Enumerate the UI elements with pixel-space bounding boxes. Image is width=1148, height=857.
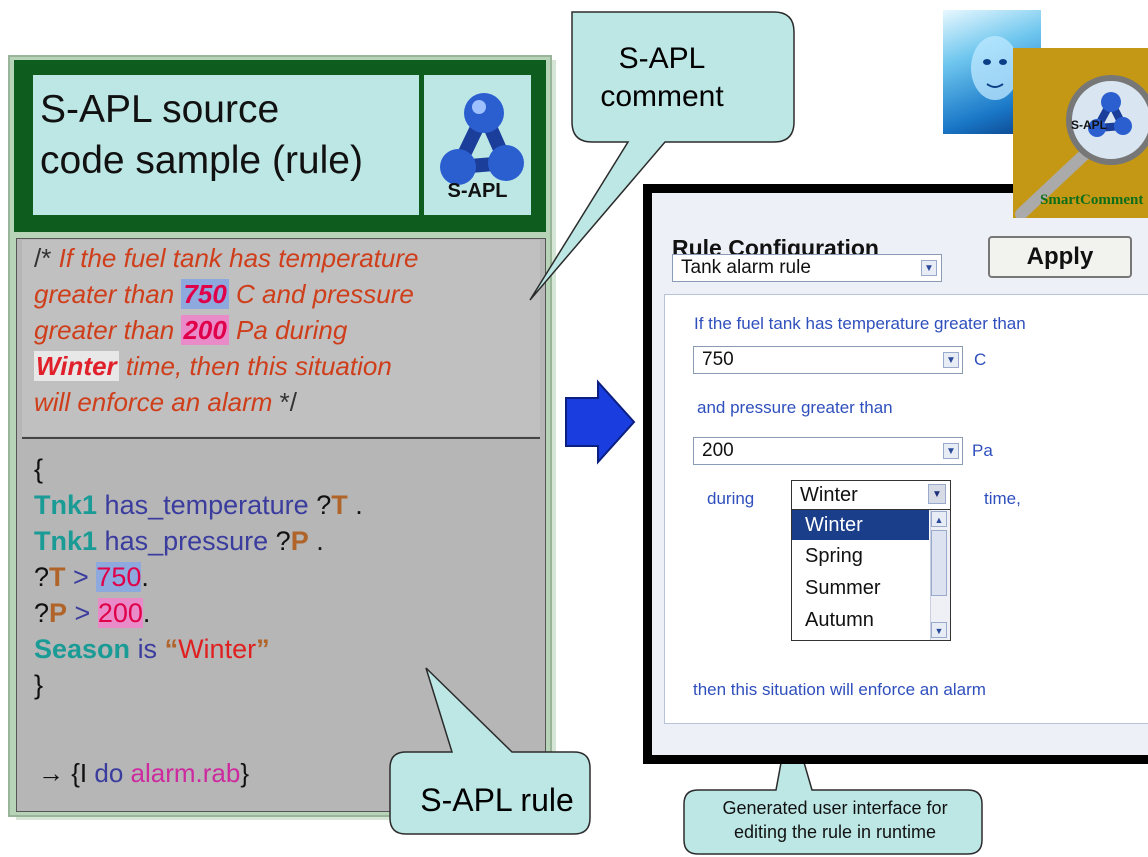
right-arrow-icon — [565, 379, 636, 465]
temperature-unit: C — [974, 350, 987, 369]
code-line-action: → {I do alarm.rab} — [38, 758, 250, 788]
pressure-highlight: 200 — [181, 315, 229, 345]
chevron-down-icon[interactable]: ▼ — [928, 484, 946, 504]
form-line-pressure: and pressure greater than — [697, 398, 893, 417]
chevron-down-icon[interactable]: ▼ — [921, 260, 937, 276]
chevron-down-icon[interactable]: ▼ — [943, 352, 959, 368]
temperature-select-value: 750 — [702, 349, 734, 370]
generated-callout-label: Generated user interface for editing the… — [722, 798, 948, 842]
season-option-spring[interactable]: Spring — [805, 545, 863, 567]
scroll-up-icon[interactable]: ▲ — [931, 511, 947, 527]
comment-area — [22, 240, 540, 436]
season-option-autumn[interactable]: Autumn — [805, 609, 874, 631]
chevron-down-icon[interactable]: ▼ — [943, 443, 959, 459]
season-option-winter[interactable]: Winter — [805, 514, 863, 536]
pressure-select[interactable]: 200 — [693, 437, 963, 465]
rule-callout — [389, 667, 591, 835]
season-option-highlight — [792, 510, 929, 540]
rule-callout-label: S-APL rule — [420, 782, 574, 818]
code-line-open: { — [34, 454, 44, 484]
code-line-temperature: Tnk1 has_temperature ?T . — [34, 490, 363, 520]
sapl-logo — [424, 75, 531, 215]
rule-select[interactable]: Tank alarm rule — [672, 254, 942, 282]
source-comment: /* If the fuel tank has temperature grea… — [34, 243, 419, 417]
season-highlight: Winter — [34, 351, 119, 381]
comment-callout — [529, 11, 795, 301]
face-icon — [971, 36, 1019, 100]
time-label: time, — [984, 489, 1021, 508]
scroll-down-icon[interactable]: ▼ — [931, 622, 947, 638]
season-select[interactable]: Winter — [791, 480, 951, 510]
rule-select-value: Tank alarm rule — [681, 257, 811, 278]
title-box — [33, 75, 419, 215]
smartcomment-logo — [1013, 48, 1148, 220]
magnifier-icon — [1013, 48, 1148, 220]
logo-label: S-APL — [447, 180, 508, 202]
source-title: S-APL source code sample (rule) — [40, 88, 363, 182]
apply-button[interactable]: Apply — [988, 236, 1132, 278]
divider — [22, 437, 540, 439]
pressure-select-value: 200 — [702, 440, 734, 461]
during-label: during — [707, 489, 755, 508]
season-option-summer[interactable]: Summer — [805, 577, 881, 599]
generated-callout — [683, 713, 983, 855]
logo-sapl-text: S-APL — [1071, 118, 1107, 132]
temp-highlight: 750 — [181, 279, 229, 309]
code-line-season: Season is “Winter” — [34, 634, 270, 664]
scrollbar-thumb[interactable] — [931, 530, 947, 596]
comment-callout-label: S-APL comment — [600, 42, 724, 113]
sapl-logo-icon — [440, 93, 524, 185]
form-line-alarm: then this situation will enforce an alar… — [693, 680, 986, 699]
season-select-value: Winter — [800, 484, 858, 506]
form-line-temperature: If the fuel tank has temperature greater… — [694, 314, 1026, 333]
smartcomment-text: SmartComment — [1040, 192, 1144, 208]
pressure-unit: Pa — [972, 441, 993, 460]
temperature-select[interactable]: 750 — [693, 346, 963, 374]
code-line-pres-compare: ?P > 200. — [34, 598, 151, 628]
code-line-temp-compare: ?T > 750. — [34, 562, 149, 592]
code-line-pressure: Tnk1 has_pressure ?P . — [34, 526, 324, 556]
code-line-close: } — [34, 670, 44, 700]
